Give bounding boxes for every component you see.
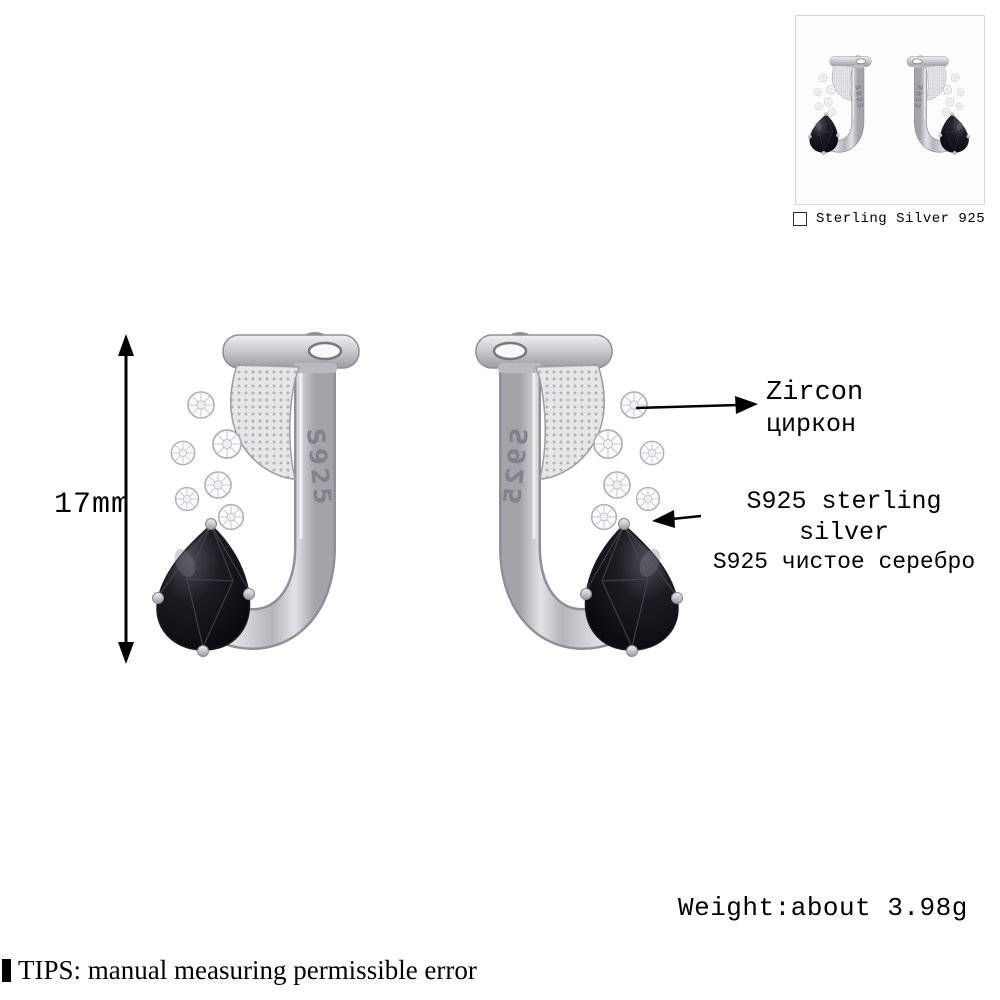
silver-callout-ru: S925 чистое серебро xyxy=(712,549,976,575)
main-earrings-image xyxy=(145,327,690,672)
silver-callout: S925 sterling silver S925 чистое серебро xyxy=(696,487,992,576)
tips-text: TIPS: manual measuring permissible error xyxy=(18,955,477,985)
zircon-callout-ru: циркон xyxy=(766,409,857,439)
measurement-label: 17mm xyxy=(53,488,130,522)
thumbnail-caption: Sterling Silver 925 xyxy=(793,211,998,227)
tips-note: TIPS: manual measuring permissible error xyxy=(2,955,477,986)
thumbnail-earrings-image xyxy=(796,16,982,202)
tips-bar-icon xyxy=(2,959,11,982)
thumbnail-caption-text: Sterling Silver 925 xyxy=(816,211,986,227)
zircon-callout-en: Zircon xyxy=(766,378,864,408)
silver-callout-en: S925 sterling silver xyxy=(746,487,942,547)
checkbox-icon xyxy=(793,212,807,226)
zircon-callout: Zircon циркон xyxy=(766,378,863,439)
weight-label: Weight:about 3.98g xyxy=(678,893,968,923)
product-thumbnail xyxy=(795,15,985,205)
